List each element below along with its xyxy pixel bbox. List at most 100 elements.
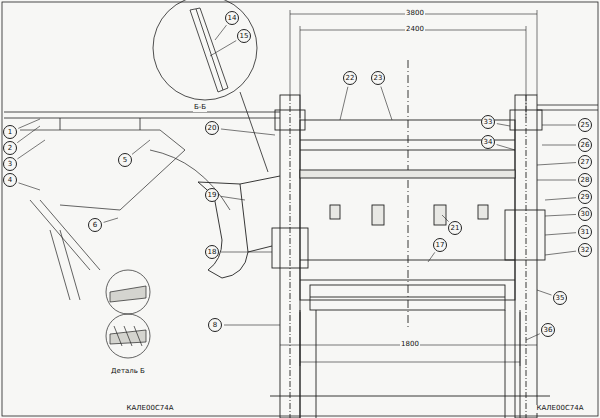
leader-line (526, 334, 540, 340)
frame-column (526, 95, 527, 418)
leader-line (428, 252, 435, 262)
dimension-line (526, 26, 527, 118)
support-leg (270, 396, 550, 397)
leader-line (497, 145, 515, 150)
callout-number: 25 (578, 118, 592, 132)
frame-column (290, 95, 291, 418)
chute (198, 182, 248, 278)
frame-column (272, 95, 545, 418)
drum (300, 120, 515, 300)
callout-number: 2 (3, 141, 17, 155)
top-platform (140, 118, 141, 130)
callout-number: 26 (578, 138, 592, 152)
leader-line (19, 183, 40, 190)
detail-circle (190, 8, 228, 92)
leader-line (210, 41, 236, 56)
cross-beam (434, 205, 446, 225)
top-platform (4, 118, 280, 119)
callout-number: 19 (205, 188, 219, 202)
callout-number: 17 (433, 238, 447, 252)
drawing-label: 2400 (405, 26, 425, 34)
top-platform (537, 105, 598, 106)
callout-number: 4 (3, 173, 17, 187)
top-platform (4, 112, 280, 113)
drawing-label: КАЛЕ00С74А (536, 405, 585, 413)
chute (198, 176, 280, 278)
callout-number: 6 (88, 218, 102, 232)
leader-line (215, 25, 226, 40)
callout-text: 8 (213, 322, 217, 329)
callout-text: 21 (451, 225, 460, 232)
dimension-line (537, 10, 538, 95)
frame-column (505, 210, 545, 260)
callout-number: 36 (541, 323, 555, 337)
leader-line (442, 215, 449, 222)
callout-text: 30 (581, 211, 590, 218)
left-view (50, 230, 70, 300)
leader-line (545, 233, 576, 235)
support-leg (300, 310, 301, 418)
callout-number: 1 (3, 125, 17, 139)
drum (310, 297, 505, 298)
cross-beam (330, 205, 340, 219)
detail-circle (153, 0, 268, 172)
drawing-label: КАЛЕ00С74А (126, 405, 175, 413)
callout-text: 25 (581, 122, 590, 129)
callout-text: 6 (93, 222, 97, 229)
leader-line (542, 125, 576, 126)
dimension-line (280, 10, 537, 366)
callout-text: 36 (544, 327, 553, 334)
callout-text: 35 (556, 295, 565, 302)
callout-number: 29 (578, 190, 592, 204)
callout-number: 23 (371, 71, 385, 85)
section-detail (134, 326, 142, 346)
section-detail (106, 314, 150, 358)
leader-line (340, 87, 348, 120)
leader-line (132, 140, 150, 154)
callout-text: 17 (436, 242, 445, 249)
callout-text: 20 (208, 125, 217, 132)
leader-line (17, 140, 45, 159)
leader-line (497, 124, 510, 126)
callout-text: 32 (581, 247, 590, 254)
callout-number: 15 (237, 29, 251, 43)
drawing-label: Деталь Б (110, 368, 146, 376)
callout-number: 14 (225, 11, 239, 25)
drawing-label: 3800 (405, 10, 425, 18)
leader-line (537, 180, 576, 181)
callout-text: 15 (240, 33, 249, 40)
left-view (60, 230, 80, 300)
callout-number: 35 (553, 291, 567, 305)
left-view (30, 200, 90, 270)
dimension-line (290, 10, 291, 95)
leader-line (537, 290, 551, 295)
dimension-line (300, 362, 520, 363)
detail-circle (153, 0, 257, 100)
drum (310, 285, 505, 310)
top-platform (537, 110, 598, 111)
callout-number: 18 (205, 245, 219, 259)
callout-text: 1 (8, 129, 12, 136)
leader-line (17, 126, 40, 143)
leader-line (542, 145, 576, 146)
callout-text: 27 (581, 159, 590, 166)
left-view (20, 130, 185, 210)
cross-beam (478, 205, 488, 219)
chute (248, 246, 272, 252)
leader-line (221, 129, 275, 135)
callout-text: 26 (581, 142, 590, 149)
leader-line (221, 196, 245, 200)
drawing-label: 1800 (400, 341, 420, 349)
callout-number: 31 (578, 225, 592, 239)
callout-number: 32 (578, 243, 592, 257)
detail-circle (196, 9, 223, 90)
leader-line (545, 198, 576, 200)
left-view (20, 130, 230, 300)
chute (240, 176, 280, 184)
callout-number: 27 (578, 155, 592, 169)
callout-text: 5 (123, 157, 127, 164)
leader-line (104, 218, 118, 222)
callout-text: 18 (208, 249, 217, 256)
